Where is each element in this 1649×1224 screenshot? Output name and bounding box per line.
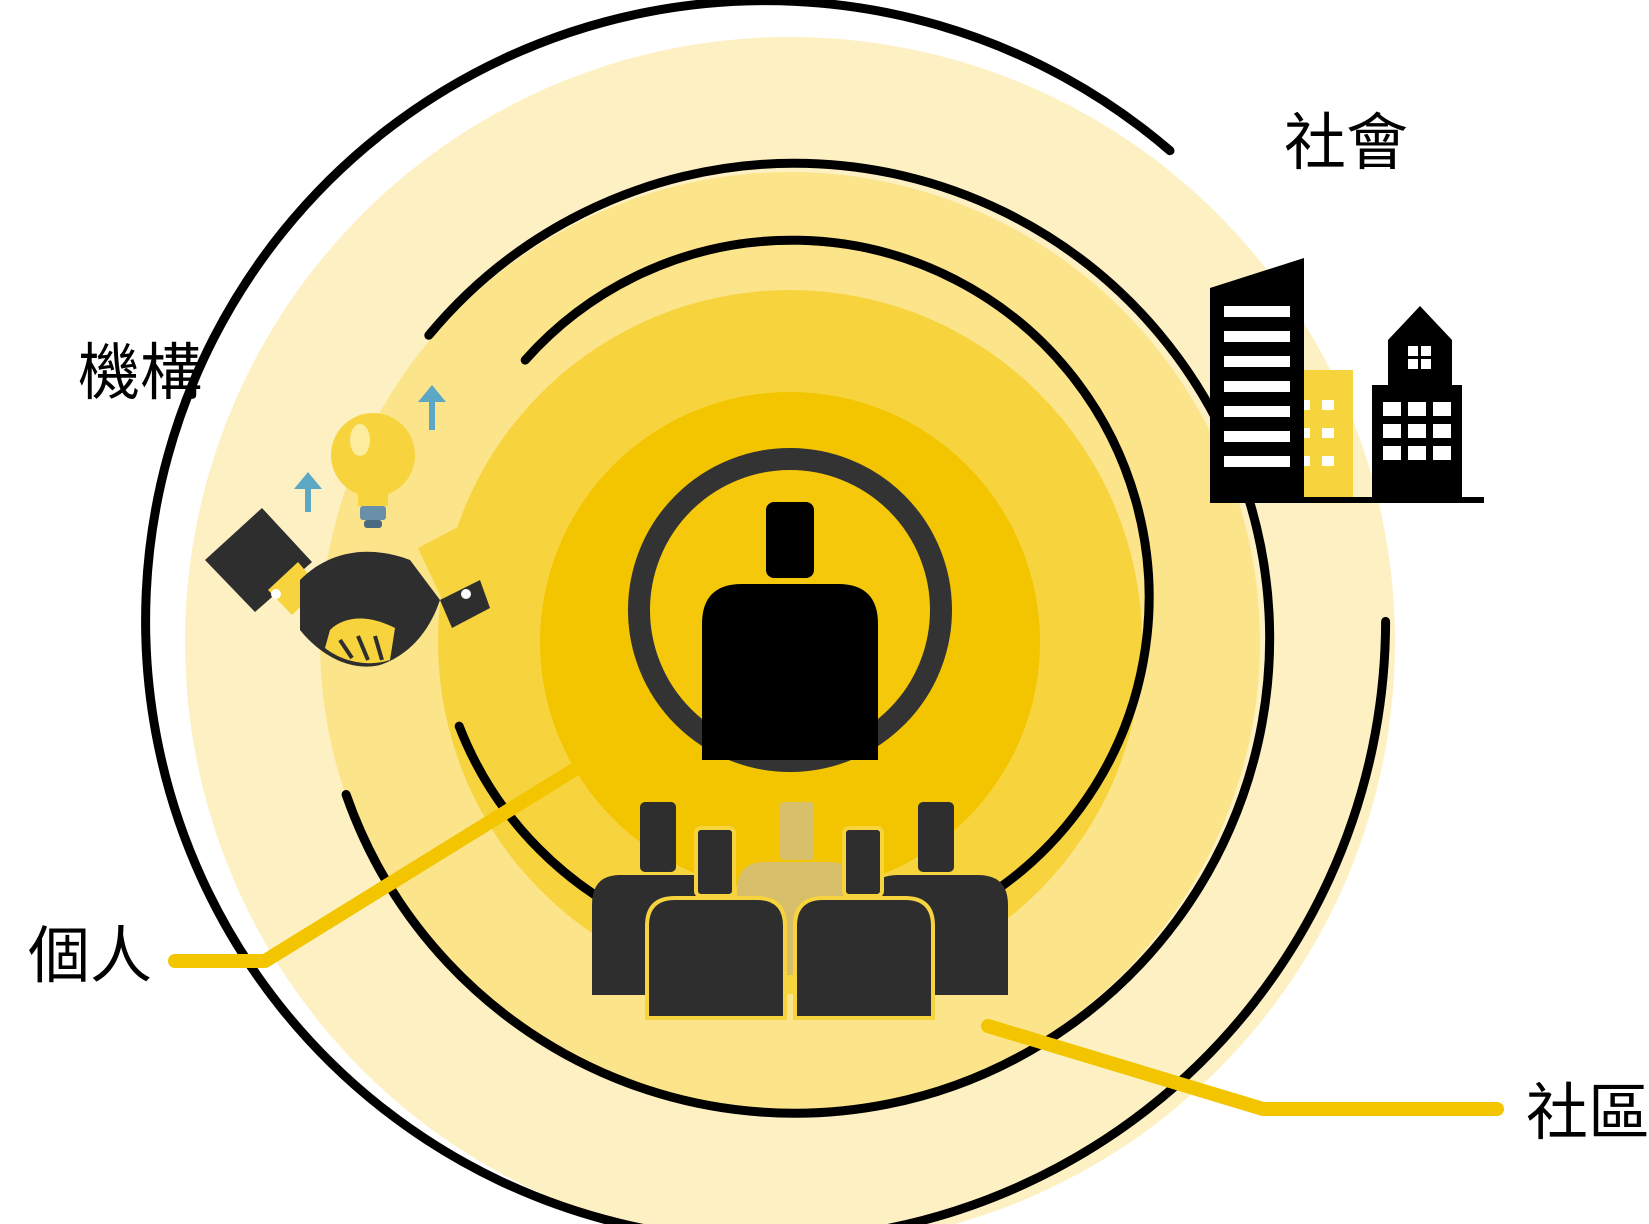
office-building-icon: [1210, 258, 1353, 500]
individual-label: 個人: [28, 919, 153, 992]
society-ring-outline: [141, 0, 1391, 1224]
society-label: 社會: [1284, 106, 1409, 179]
community-leader-line: [981, 1019, 1504, 1116]
group-icon: [592, 802, 1008, 1020]
institution-label: 機構: [78, 336, 203, 409]
handshake-icon: [205, 505, 538, 667]
individual-leader-line: [168, 732, 631, 968]
up-arrow-icon: [294, 385, 446, 512]
institution-ring-outline: [341, 158, 1275, 1118]
lightbulb-icon: [331, 413, 415, 528]
community-label: 社區: [1526, 1076, 1649, 1149]
house-icon: [1210, 306, 1484, 503]
person-icon: [628, 448, 952, 772]
